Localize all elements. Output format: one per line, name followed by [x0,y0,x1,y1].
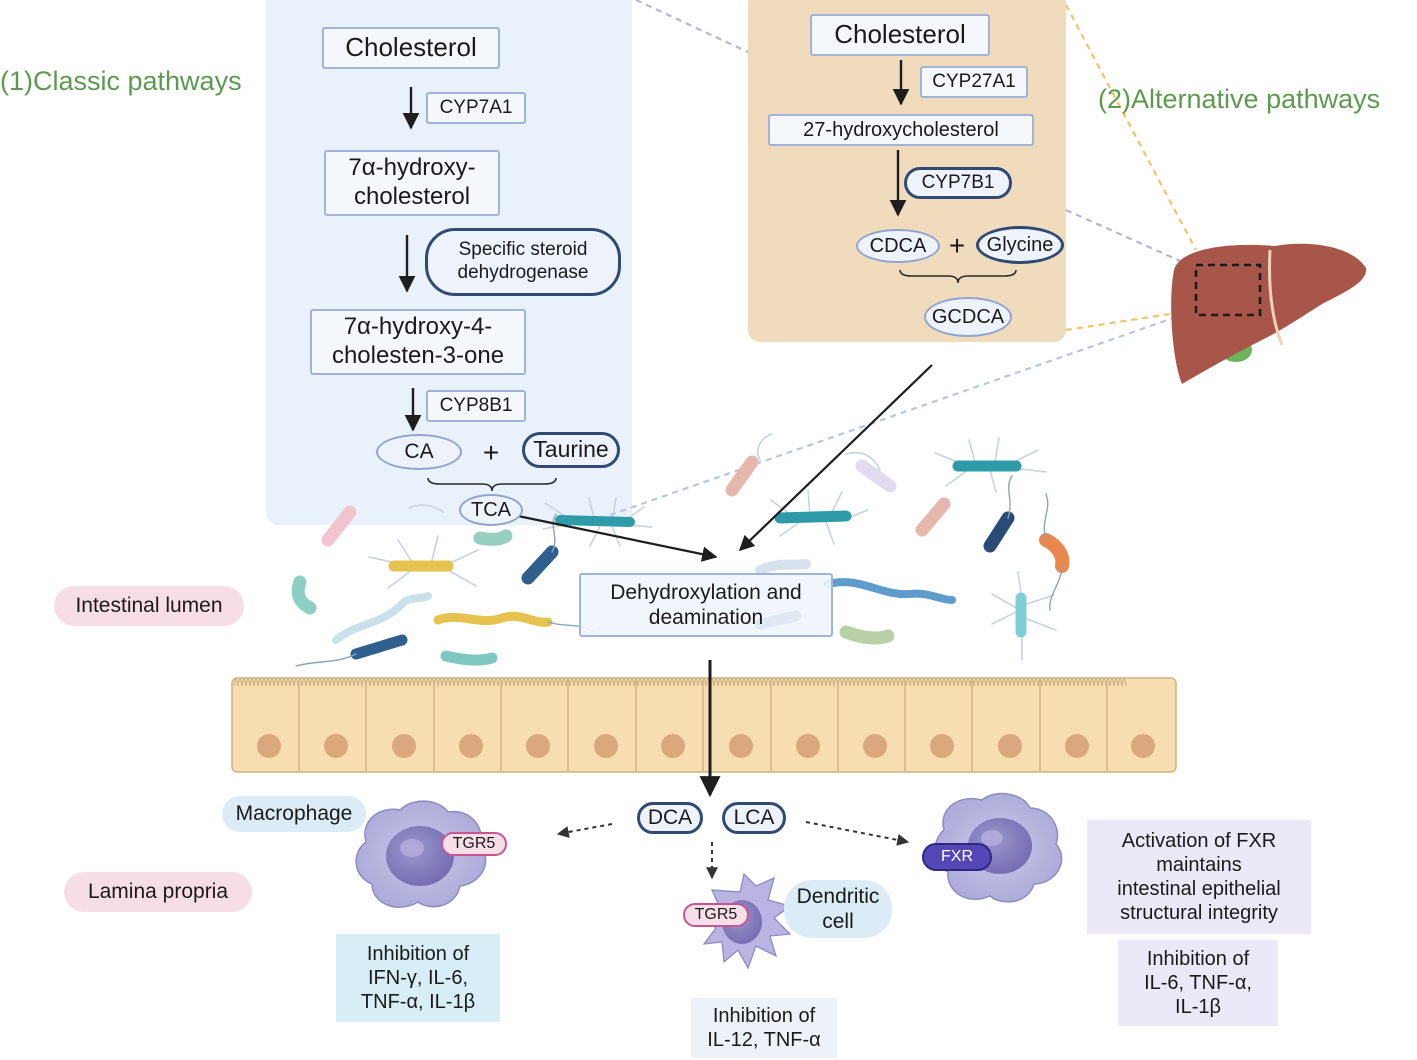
intestinal-lumen-label: Intestinal lumen [75,594,223,618]
alternative-pathways-title: (2)Alternative pathways [1098,83,1381,114]
signaling-arrows [556,821,910,880]
fxr-receptor: FXR [922,843,992,871]
cyp27a1-enzyme: CYP27A1 [920,66,1028,98]
lamina-badge-bg [64,872,252,912]
dendritic-effect-text: Inhibition of IL-12, TNF-α [707,1005,821,1051]
cholestenone-box: 7α-hydroxy-4- cholesten-3-one [310,309,526,375]
macrophage-icon [355,800,487,908]
intestinal-epithelium [231,677,1177,773]
hydroxycholesterol-box: 7α-hydroxy- cholesterol [324,150,500,216]
macrophage-label: Macrophage [235,802,353,826]
classic-plus-sign: + [482,437,500,469]
steroid-dehydrogenase-enzyme: Specific steroid dehydrogenase [425,228,621,296]
dendritic-tgr5-receptor: TGR5 [683,903,749,927]
classic-cholesterol-box: Cholesterol [322,27,500,69]
liver-icon [1171,243,1367,384]
fxr-activation-text: Activation of FXR maintains intestinal e… [1117,830,1281,924]
glycine-node: Glycine [976,226,1064,264]
alternative-flow-arrows [889,60,910,217]
dendritic-cell-label: Dendritic cell [796,884,880,933]
cdca-node: CDCA [856,229,940,263]
fxr-effect-text: Inhibition of IL-6, TNF-α, IL-1β [1144,948,1252,1018]
classic-pathways-title: (1)Classic pathways [0,65,242,96]
taurine-node: Taurine [522,432,620,468]
macrophage-effect-text: Inhibition of IFN-γ, IL-6, TNF-α, IL-1β [360,943,476,1013]
cyp7a1-enzyme: CYP7A1 [426,92,526,124]
hydroxycholesterol27-box: 27-hydroxycholesterol [768,114,1034,146]
macrophage-label-bg [222,796,366,832]
alternative-cholesterol-box: Cholesterol [810,14,990,56]
liver-connectors [609,0,1197,517]
alternative-merge-brace [899,269,1017,284]
cyp8b1-enzyme: CYP8B1 [426,390,526,422]
alternative-plus-sign: + [948,230,966,262]
fxr-activation-bg [1087,820,1311,934]
tca-node: TCA [459,494,523,526]
lumen-badge-bg [54,586,244,626]
ca-node: CA [376,434,462,470]
cyp7b1-enzyme: CYP7B1 [904,167,1012,199]
macrophage-effect-bg [336,934,500,1022]
classic-flow-arrows [398,87,422,432]
dendritic-label-bg [784,880,892,938]
dehydroxylation-box: Dehydroxylation and deamination [579,573,833,637]
classic-merge-brace [427,477,557,492]
conversion-arrows [517,364,933,562]
lamina-propria-label: Lamina propria [87,880,229,904]
lca-node: LCA [722,802,786,834]
dendritic-effect-bg [691,998,837,1058]
macrophage-tgr5-receptor: TGR5 [441,832,507,856]
dca-node: DCA [637,802,703,834]
gut-bacteria [291,433,1070,667]
fxr-effect-bg [1118,940,1278,1026]
gcdca-node: GCDCA [924,297,1012,337]
